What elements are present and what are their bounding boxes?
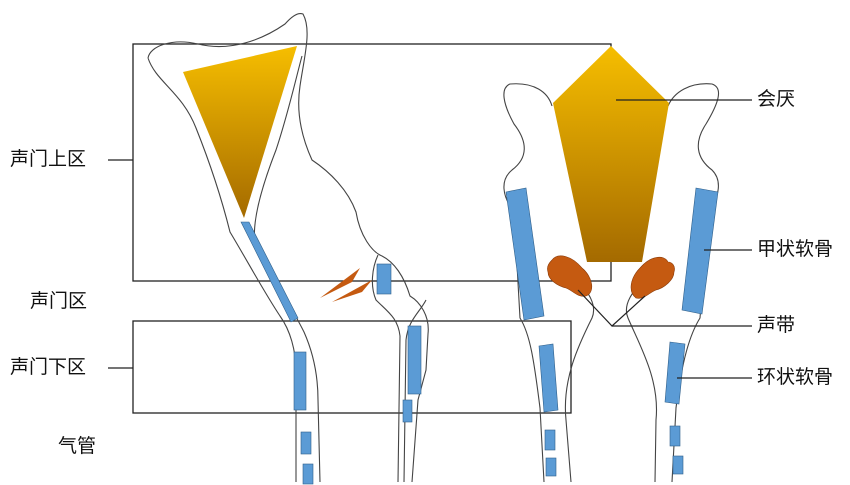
label-epiglottis: 会厌 (757, 90, 795, 109)
sagittal-posterior-ring (403, 400, 412, 422)
label-supraglottic: 声门上区 (10, 150, 86, 169)
coronal-trachea-ring-right-1 (670, 426, 680, 446)
sagittal-vocal-fold-lower (332, 280, 372, 302)
sagittal-posterior-cricoid (408, 326, 421, 394)
coronal-thyroid-right (682, 188, 718, 314)
sagittal-arytenoid-block (377, 264, 391, 294)
label-thyroid-cartilage: 甲状软骨 (757, 240, 833, 259)
coronal-thyroid-left (506, 188, 544, 320)
coronal-epiglottis (553, 46, 669, 262)
coronal-trachea-ring-left-1 (545, 430, 555, 450)
sagittal-epiglottis (183, 46, 297, 218)
label-cricoid-cartilage: 环状软骨 (757, 368, 833, 387)
label-subglottic: 声门下区 (10, 358, 86, 377)
sagittal-trachea-ring-1 (301, 432, 311, 454)
label-trachea: 气管 (58, 437, 96, 456)
label-glottic: 声门区 (30, 292, 87, 311)
coronal-vocal-cord-right (631, 257, 674, 298)
coronal-cricoid-right (665, 342, 685, 404)
coronal-inner-left (565, 280, 593, 482)
sagittal-trachea-ring-2 (303, 464, 313, 484)
sagittal-thyroid-strip (241, 222, 298, 322)
coronal-inner-right (626, 280, 656, 482)
coronal-trachea-ring-right-2 (673, 456, 683, 474)
subglottic-region-box (133, 321, 571, 413)
label-vocal-cords: 声带 (757, 316, 795, 335)
sagittal-vocal-folds (320, 268, 372, 302)
coronal-trachea-ring-left-2 (546, 458, 556, 476)
sagittal-cricoid-block-1 (294, 352, 306, 410)
coronal-cricoid-left (539, 344, 558, 412)
sagittal-cartilages (241, 222, 421, 484)
coronal-vocal-cord-left (547, 256, 591, 296)
